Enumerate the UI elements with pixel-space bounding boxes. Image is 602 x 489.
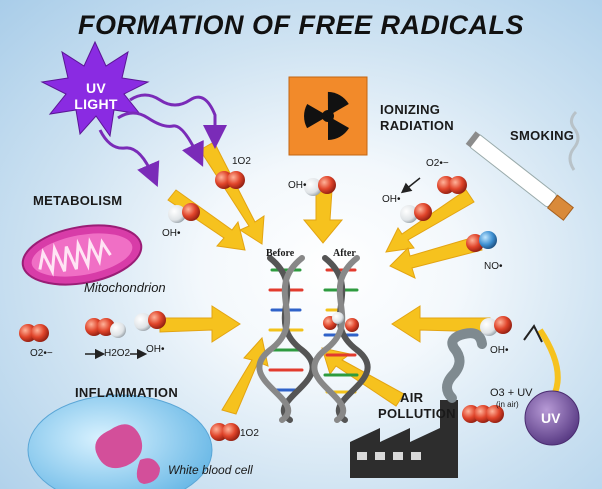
in-air-label: (in air) [496, 400, 519, 409]
molecule-oh-right [400, 203, 432, 223]
ozone-reaction-label: O3 + UV [490, 387, 533, 399]
singlet-o2-label-bottom: 1O2 [240, 428, 259, 439]
molecule-o2-left [19, 324, 49, 342]
molecule-o2-superoxide [437, 176, 467, 194]
singlet-o2-label-top: 1O2 [232, 156, 251, 167]
molecule-oh-left [134, 311, 166, 331]
inflammation-label: INFLAMMATION [75, 385, 179, 400]
arrow-from-superoxide [385, 189, 475, 253]
dna-before-label: Before [266, 248, 295, 259]
molecule-oh-air [480, 316, 512, 336]
arrow-from-metabolism-left [159, 305, 241, 343]
dna-damage [323, 312, 359, 332]
dna-before [256, 255, 316, 423]
page-title: FORMATION OF FREE RADICALS [78, 10, 524, 40]
mitochondrion-shape [21, 224, 143, 286]
uv-light-label: UV LIGHT [74, 80, 118, 112]
factory [350, 328, 487, 478]
arrow-from-radiation [302, 189, 344, 244]
arrow-from-uv-top [199, 141, 265, 245]
dna-after [311, 255, 371, 423]
arrow-from-no [389, 235, 483, 279]
ionizing-label-line1: IONIZING [380, 102, 441, 117]
molecule-oh-uv [168, 203, 200, 223]
dna-after-label: After [333, 248, 356, 259]
molecule-singlet-o2-bottom [210, 423, 240, 441]
uv-light-star [40, 40, 150, 138]
oh-label-radiation: OH• [288, 180, 307, 191]
molecule-h2o2 [85, 318, 126, 338]
air-pollution-label-line1: AIR [400, 390, 424, 405]
molecule-singlet-o2-top [215, 171, 245, 189]
molecule-oh-radiation [304, 176, 336, 196]
uv-ozone-cycle [523, 324, 580, 446]
molecule-no [466, 231, 497, 252]
h2o2-label: H2O2 [104, 348, 131, 359]
uv-badge-label: UV [541, 410, 561, 426]
oh-label-right: OH• [382, 194, 401, 205]
white-blood-cell-label: White blood cell [168, 463, 253, 477]
smoking-label: SMOKING [510, 128, 575, 143]
metabolism-label: METABOLISM [33, 193, 123, 208]
air-pollution-label-line2: POLLUTION [378, 406, 456, 421]
radiation-symbol [288, 76, 368, 156]
superoxide-label-right: O2•− [426, 158, 449, 169]
reaction-arrows [85, 177, 421, 360]
ionizing-label-line2: RADIATION [380, 118, 454, 133]
no-label: NO• [484, 261, 503, 272]
oh-label-left: OH• [146, 344, 165, 355]
superoxide-label-left: O2•− [30, 348, 53, 359]
oh-label-air: OH• [490, 345, 509, 356]
factory-smoke [442, 328, 487, 403]
mitochondrion-label: Mitochondrion [84, 280, 166, 295]
white-blood-cell [27, 394, 213, 489]
oh-label-uv: OH• [162, 228, 181, 239]
uv-rays [98, 93, 227, 188]
molecule-ozone [462, 405, 504, 423]
arrow-group [159, 141, 491, 415]
cigarette [465, 110, 580, 221]
smoke [568, 110, 580, 171]
molecules [19, 171, 512, 441]
